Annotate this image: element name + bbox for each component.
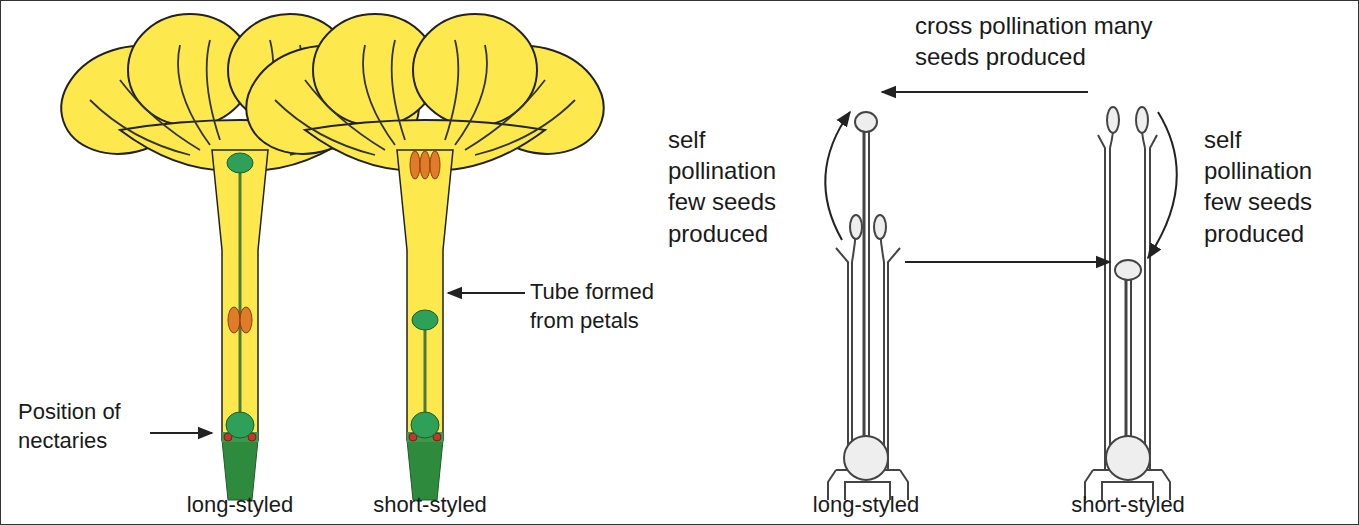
- process-label: self pollination few seeds produced: [668, 124, 818, 249]
- part-label: Position of nectaries: [18, 398, 148, 455]
- form-label: short-styled: [1071, 491, 1185, 520]
- part-label: Tube formed from petals: [530, 278, 690, 335]
- process-label: cross pollination many seeds produced: [915, 10, 1160, 72]
- form-label: long-styled: [187, 491, 293, 520]
- form-label: short-styled: [373, 491, 487, 520]
- form-label: long-styled: [813, 491, 919, 520]
- process-label: self pollination few seeds produced: [1204, 124, 1354, 249]
